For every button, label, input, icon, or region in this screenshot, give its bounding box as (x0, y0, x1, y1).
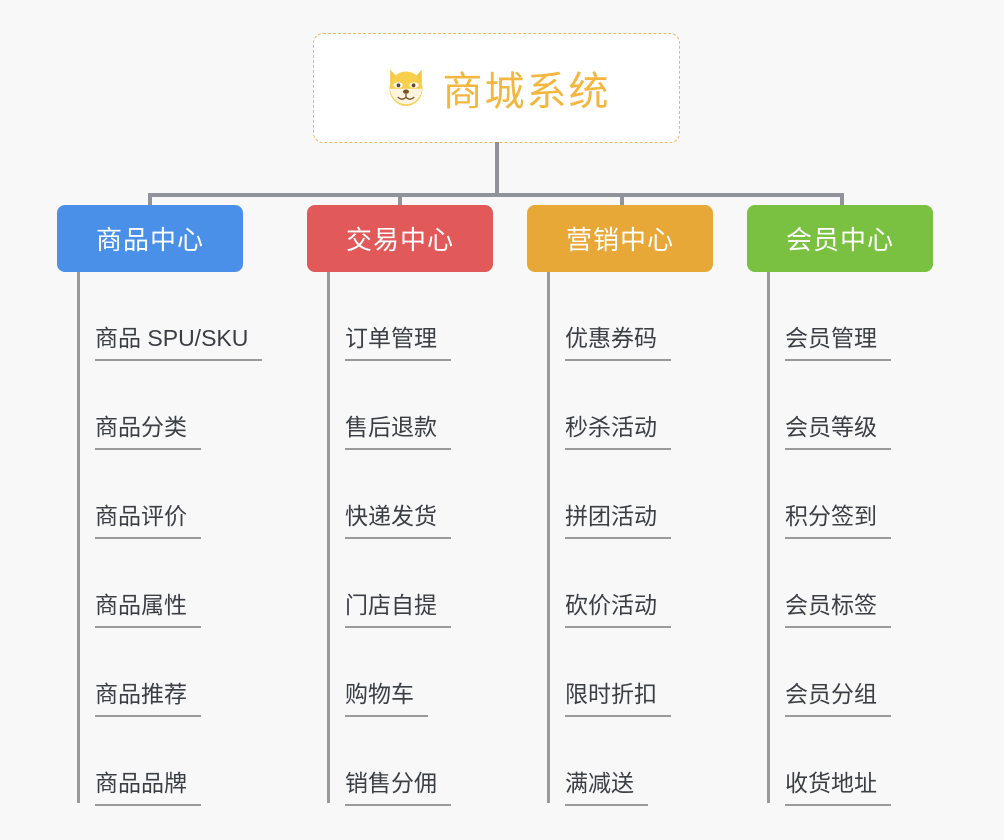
leaf-item-label: 积分签到 (785, 505, 891, 539)
leaf-item[interactable]: 砍价活动 (547, 539, 777, 628)
leaf-item-label: 订单管理 (345, 327, 451, 361)
connector-root-drop (495, 142, 499, 197)
leaf-item[interactable]: 积分签到 (767, 450, 997, 539)
leaf-item[interactable]: 订单管理 (327, 272, 557, 361)
leaf-item-label: 销售分佣 (345, 772, 451, 806)
leaf-item[interactable]: 会员分组 (767, 628, 997, 717)
leaf-item[interactable]: 快递发货 (327, 450, 557, 539)
branch-header-label: 交易中心 (345, 225, 454, 255)
leaf-item-label: 会员分组 (785, 683, 891, 717)
leaf-item[interactable]: 商品 SPU/SKU (77, 272, 307, 361)
leaf-item-label: 商品 SPU/SKU (95, 327, 263, 361)
connector-horizontal-bus (148, 193, 844, 197)
branch-header-member-center[interactable]: 会员中心 (747, 205, 933, 272)
column-spine (77, 272, 80, 803)
leaf-item[interactable]: 收货地址 (767, 717, 997, 806)
leaf-item[interactable]: 商品推荐 (77, 628, 307, 717)
leaf-item-list: 订单管理 售后退款 快递发货 门店自提 购物车 销售分佣 (327, 272, 557, 806)
branch-header-marketing-center[interactable]: 营销中心 (527, 205, 713, 272)
leaf-item-label: 商品评价 (95, 505, 201, 539)
leaf-item-label: 秒杀活动 (565, 416, 671, 450)
connector-drop-col-4 (840, 193, 844, 207)
dog-face-icon (383, 65, 429, 111)
column-spine (547, 272, 550, 803)
leaf-item-list: 会员管理 会员等级 积分签到 会员标签 会员分组 收货地址 (767, 272, 997, 806)
leaf-item-label: 商品分类 (95, 416, 201, 450)
leaf-item-list: 优惠券码 秒杀活动 拼团活动 砍价活动 限时折扣 满减送 (547, 272, 777, 806)
leaf-item-label: 收货地址 (785, 772, 891, 806)
branch-header-label: 会员中心 (785, 225, 894, 255)
root-node-card[interactable]: 商城系统 (313, 33, 680, 143)
branch-column-trade-center: 交易中心 订单管理 售后退款 快递发货 门店自提 购物车 销售分佣 (307, 205, 557, 806)
leaf-item-label: 商品属性 (95, 594, 201, 628)
leaf-item[interactable]: 商品评价 (77, 450, 307, 539)
column-spine (767, 272, 770, 803)
leaf-item-label: 满减送 (565, 772, 648, 806)
leaf-item-label: 会员管理 (785, 327, 891, 361)
connector-drop-col-2 (398, 193, 402, 207)
connector-drop-col-3 (620, 193, 624, 207)
branch-header-trade-center[interactable]: 交易中心 (307, 205, 493, 272)
branch-column-member-center: 会员中心 会员管理 会员等级 积分签到 会员标签 会员分组 收货地址 (747, 205, 997, 806)
branch-column-product-center: 商品中心 商品 SPU/SKU 商品分类 商品评价 商品属性 商品推荐 商品品牌 (57, 205, 307, 806)
branch-header-label: 商品中心 (95, 225, 204, 255)
leaf-item-label: 会员标签 (785, 594, 891, 628)
leaf-item-label: 门店自提 (345, 594, 451, 628)
leaf-item-label: 购物车 (345, 683, 428, 717)
root-node-title: 商城系统 (442, 70, 611, 114)
leaf-item-label: 会员等级 (785, 416, 891, 450)
leaf-item[interactable]: 优惠券码 (547, 272, 777, 361)
leaf-item[interactable]: 会员管理 (767, 272, 997, 361)
leaf-item-label: 优惠券码 (565, 327, 671, 361)
leaf-item[interactable]: 满减送 (547, 717, 777, 806)
leaf-item-label: 限时折扣 (565, 683, 671, 717)
branch-header-label: 营销中心 (565, 225, 674, 255)
leaf-item[interactable]: 商品品牌 (77, 717, 307, 806)
leaf-item[interactable]: 商品分类 (77, 361, 307, 450)
leaf-item[interactable]: 销售分佣 (327, 717, 557, 806)
leaf-item[interactable]: 购物车 (327, 628, 557, 717)
leaf-item-label: 拼团活动 (565, 505, 671, 539)
leaf-item-label: 快递发货 (345, 505, 451, 539)
leaf-item-label: 商品推荐 (95, 683, 201, 717)
leaf-item[interactable]: 会员标签 (767, 539, 997, 628)
branch-header-product-center[interactable]: 商品中心 (57, 205, 243, 272)
leaf-item-list: 商品 SPU/SKU 商品分类 商品评价 商品属性 商品推荐 商品品牌 (77, 272, 307, 806)
leaf-item-label: 售后退款 (345, 416, 451, 450)
connector-drop-col-1 (148, 193, 152, 207)
branch-column-marketing-center: 营销中心 优惠券码 秒杀活动 拼团活动 砍价活动 限时折扣 满减送 (527, 205, 777, 806)
leaf-item[interactable]: 会员等级 (767, 361, 997, 450)
leaf-item[interactable]: 限时折扣 (547, 628, 777, 717)
leaf-item[interactable]: 门店自提 (327, 539, 557, 628)
leaf-item[interactable]: 拼团活动 (547, 450, 777, 539)
leaf-item[interactable]: 秒杀活动 (547, 361, 777, 450)
leaf-item-label: 砍价活动 (565, 594, 671, 628)
leaf-item[interactable]: 售后退款 (327, 361, 557, 450)
leaf-item[interactable]: 商品属性 (77, 539, 307, 628)
leaf-item-label: 商品品牌 (95, 772, 201, 806)
column-spine (327, 272, 330, 803)
